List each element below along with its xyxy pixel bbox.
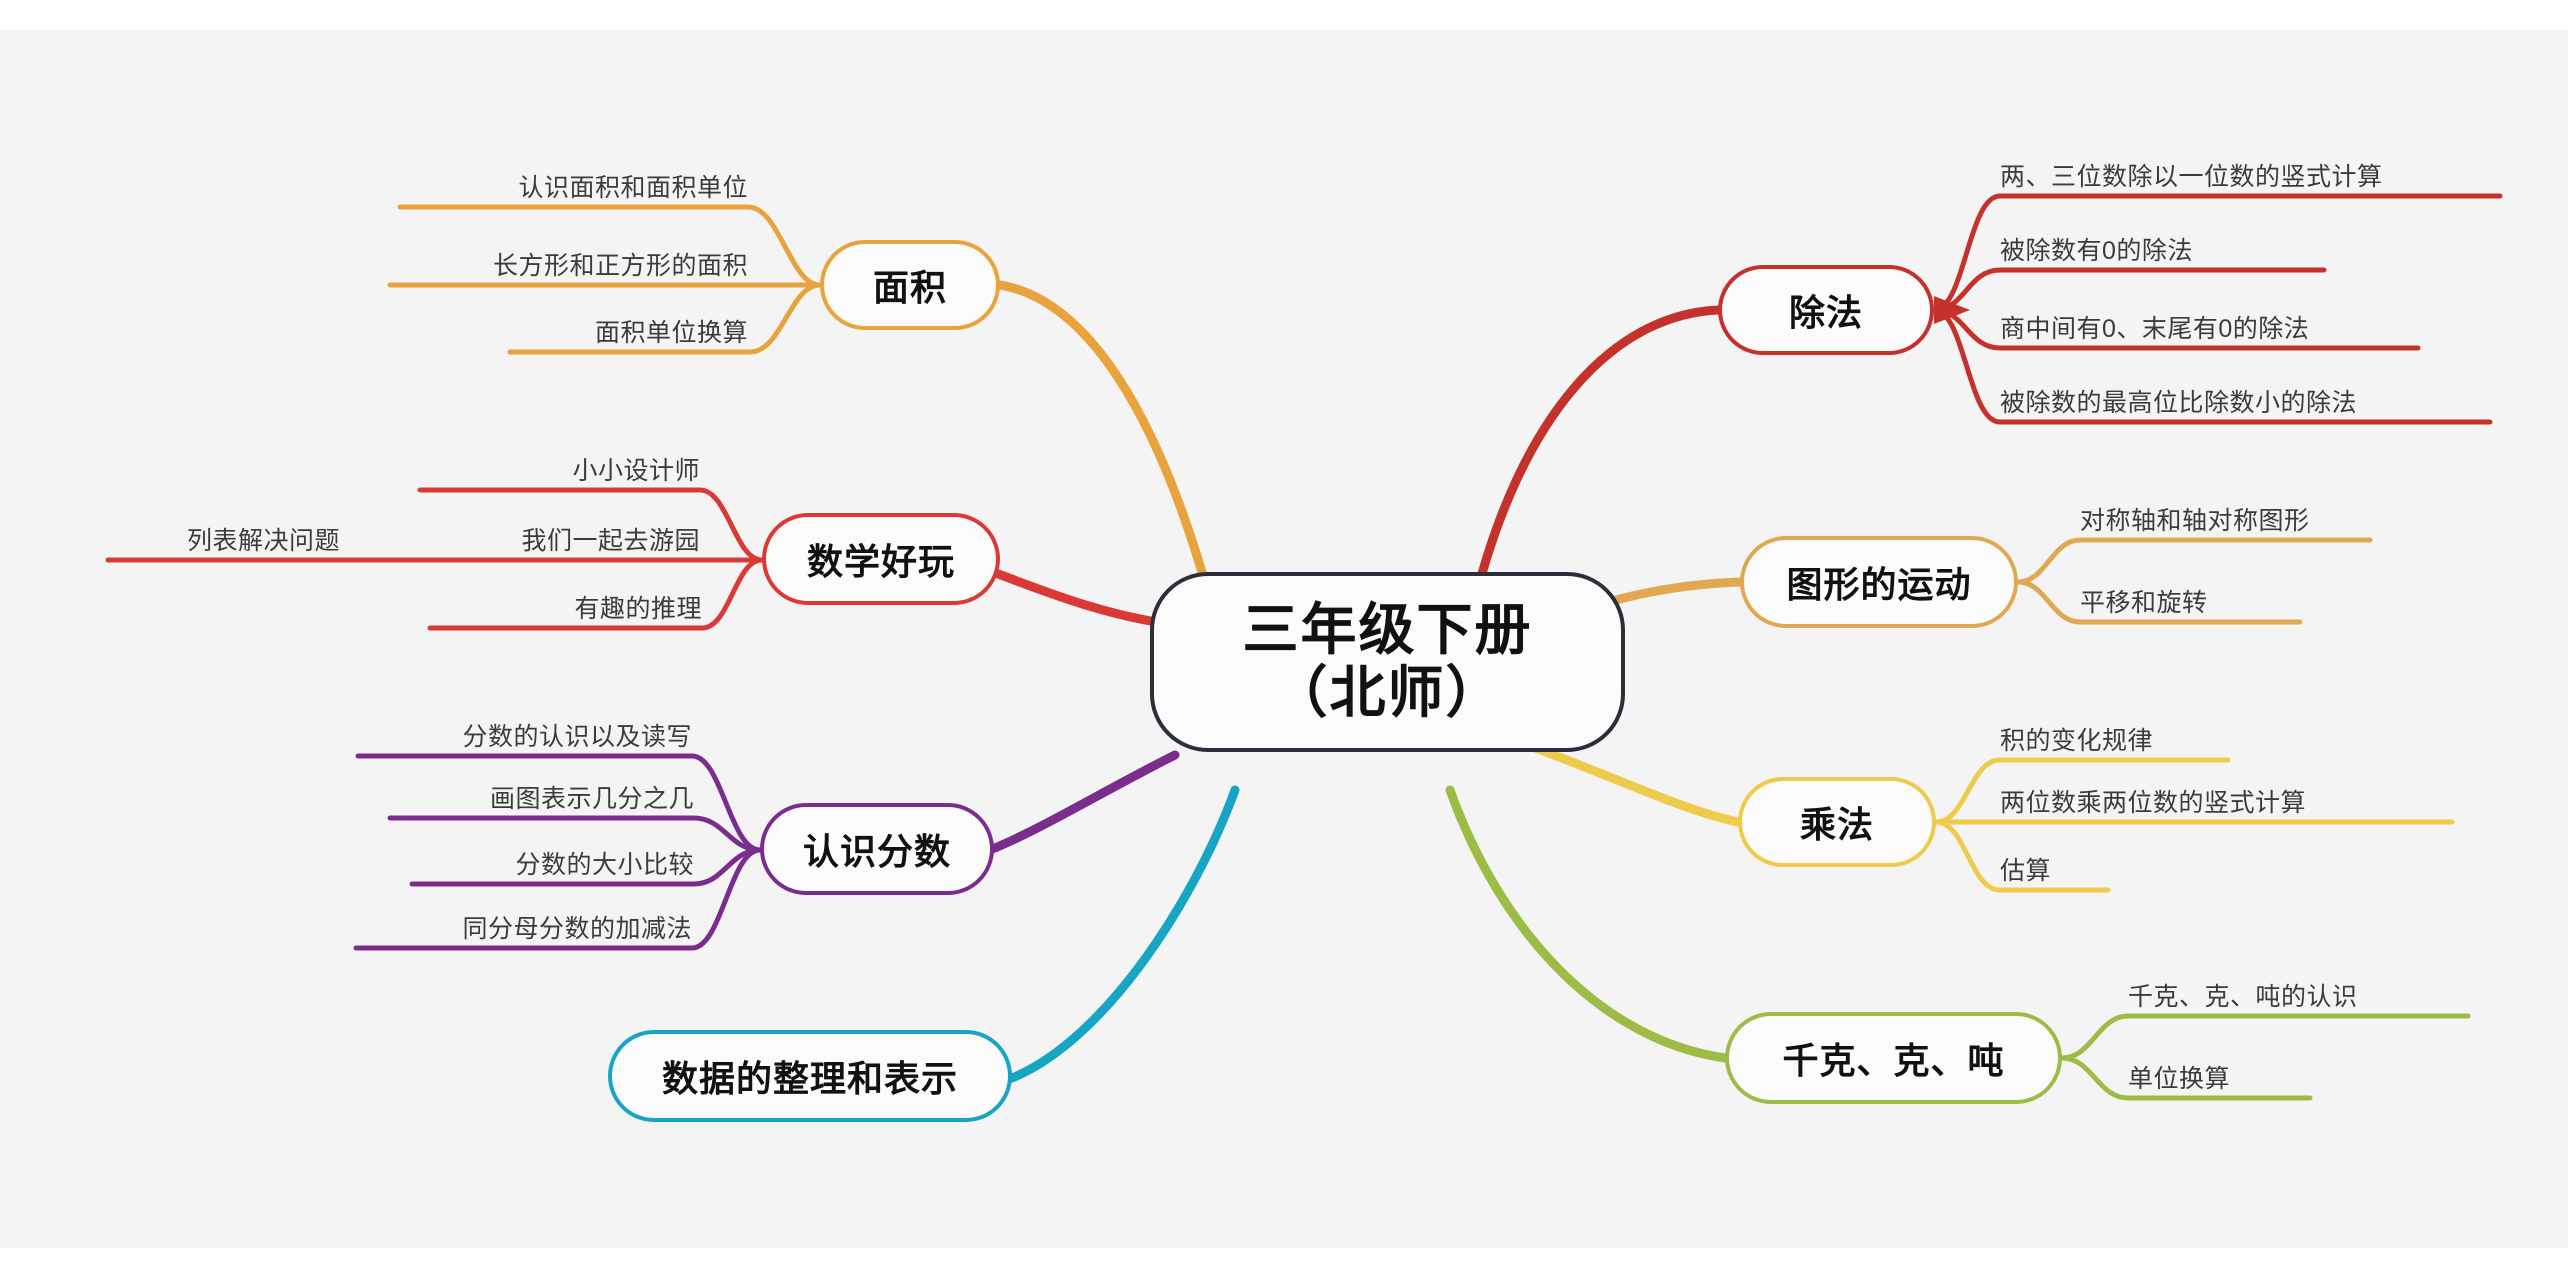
topic-node-division[interactable]: 除法 bbox=[1718, 265, 1934, 355]
leaf-label: 列表解决问题 bbox=[186, 527, 340, 555]
branch-curve-fractions bbox=[985, 750, 1180, 855]
leaf-fractions-0[interactable]: 分数的认识以及读写 bbox=[358, 717, 692, 753]
leaf-fun-math-1[interactable]: 我们一起去游园 bbox=[420, 521, 700, 557]
topic-node-fun-math[interactable]: 数学好玩 bbox=[762, 513, 1000, 605]
topic-node-data[interactable]: 数据的整理和表示 bbox=[608, 1030, 1012, 1122]
leaf-label: 两位数乘两位数的竖式计算 bbox=[2000, 789, 2307, 817]
leaf-label: 认识面积和面积单位 bbox=[518, 174, 748, 202]
topic-label-fractions: 认识分数 bbox=[802, 831, 951, 872]
leaf-area-0[interactable]: 认识面积和面积单位 bbox=[400, 168, 748, 204]
leaf-connectors-mass-units bbox=[2059, 1013, 2471, 1101]
leaf-label: 被除数的最高位比除数小的除法 bbox=[2000, 389, 2358, 417]
leaf-fractions-3[interactable]: 同分母分数的加减法 bbox=[356, 909, 692, 945]
leaf-label: 商中间有0、末尾有0的除法 bbox=[2000, 315, 2310, 343]
topic-label-motion: 图形的运动 bbox=[1786, 564, 1972, 605]
leaf-label: 画图表示几分之几 bbox=[489, 785, 694, 813]
topic-node-mass-units[interactable]: 千克、克、吨 bbox=[1725, 1012, 2062, 1104]
leaf-division-0[interactable]: 两、三位数除以一位数的竖式计算 bbox=[2000, 157, 2500, 193]
topic-label-data: 数据的整理和表示 bbox=[661, 1058, 958, 1099]
branch-curve-data bbox=[1007, 785, 1240, 1083]
central-topic-line1: 三年级下册 bbox=[1242, 598, 1533, 662]
leaf-fun-math-1-extra[interactable]: 列表解决问题 bbox=[108, 521, 340, 557]
leaf-fun-math-2[interactable]: 有趣的推理 bbox=[430, 589, 702, 625]
leaf-label: 分数的认识以及读写 bbox=[462, 723, 692, 751]
leaf-fractions-2[interactable]: 分数的大小比较 bbox=[412, 845, 694, 881]
leaf-label: 两、三位数除以一位数的竖式计算 bbox=[2000, 163, 2383, 191]
topic-node-fractions[interactable]: 认识分数 bbox=[760, 803, 994, 895]
central-topic[interactable]: 三年级下册 （北师） bbox=[1150, 572, 1625, 752]
leaf-fractions-1[interactable]: 画图表示几分之几 bbox=[390, 779, 694, 815]
leaf-connectors-multiplication bbox=[1933, 757, 2455, 893]
leaf-mass-units-1[interactable]: 单位换算 bbox=[2128, 1059, 2310, 1095]
branch-curve-area bbox=[995, 280, 1215, 605]
topic-label-multiplication: 乘法 bbox=[1799, 804, 1874, 845]
leaf-division-1[interactable]: 被除数有0的除法 bbox=[2000, 231, 2324, 267]
topic-node-multiplication[interactable]: 乘法 bbox=[1738, 777, 1936, 867]
leaf-label: 小小设计师 bbox=[572, 457, 700, 485]
leaf-label: 平移和旋转 bbox=[2080, 589, 2208, 617]
leaf-label: 对称轴和轴对称图形 bbox=[2080, 507, 2310, 535]
leaf-connectors-area bbox=[387, 204, 823, 355]
leaf-multiplication-2[interactable]: 估算 bbox=[2000, 851, 2108, 887]
topic-label-area: 面积 bbox=[872, 267, 947, 308]
central-topic-line2: （北师） bbox=[1271, 661, 1504, 724]
leaf-multiplication-1[interactable]: 两位数乘两位数的竖式计算 bbox=[2000, 783, 2452, 819]
leaf-label: 同分母分数的加减法 bbox=[462, 915, 692, 943]
leaf-label: 长方形和正方形的面积 bbox=[492, 252, 748, 280]
leaf-area-2[interactable]: 面积单位换算 bbox=[510, 313, 748, 349]
topic-node-area[interactable]: 面积 bbox=[820, 240, 1000, 330]
leaf-division-2[interactable]: 商中间有0、末尾有0的除法 bbox=[2000, 309, 2418, 345]
leaf-motion-0[interactable]: 对称轴和轴对称图形 bbox=[2080, 501, 2370, 537]
leaf-connectors-fractions bbox=[353, 753, 763, 951]
leaf-label: 单位换算 bbox=[2128, 1065, 2231, 1093]
leaf-area-1[interactable]: 长方形和正方形的面积 bbox=[390, 246, 748, 282]
leaf-division-3[interactable]: 被除数的最高位比除数小的除法 bbox=[2000, 383, 2490, 419]
leaf-mass-units-0[interactable]: 千克、克、吨的认识 bbox=[2128, 977, 2468, 1013]
leaf-label: 千克、克、吨的认识 bbox=[2128, 983, 2358, 1011]
leaf-label: 被除数有0的除法 bbox=[2000, 237, 2193, 265]
leaf-label: 估算 bbox=[2000, 857, 2052, 885]
leaf-multiplication-0[interactable]: 积的变化规律 bbox=[2000, 721, 2228, 757]
leaf-label: 积的变化规律 bbox=[2000, 727, 2154, 755]
leaf-fun-math-0[interactable]: 小小设计师 bbox=[420, 451, 700, 487]
topic-label-mass-units: 千克、克、吨 bbox=[1782, 1040, 2005, 1081]
leaf-label: 面积单位换算 bbox=[594, 319, 748, 347]
leaf-label: 有趣的推理 bbox=[574, 595, 702, 623]
leaf-motion-1[interactable]: 平移和旋转 bbox=[2080, 583, 2300, 619]
leaf-label: 我们一起去游园 bbox=[521, 527, 700, 555]
topic-label-fun-math: 数学好玩 bbox=[806, 541, 955, 582]
leaf-connectors-fun-math bbox=[105, 487, 765, 631]
topic-node-motion[interactable]: 图形的运动 bbox=[1740, 536, 2018, 628]
leaf-connectors-motion bbox=[2015, 537, 2373, 625]
branch-curve-division bbox=[1470, 305, 1723, 605]
leaf-label: 分数的大小比较 bbox=[515, 851, 694, 879]
topic-label-division: 除法 bbox=[1788, 292, 1863, 333]
leaf-connectors-division bbox=[1931, 193, 2503, 425]
branch-curve-mass-units bbox=[1445, 785, 1730, 1063]
